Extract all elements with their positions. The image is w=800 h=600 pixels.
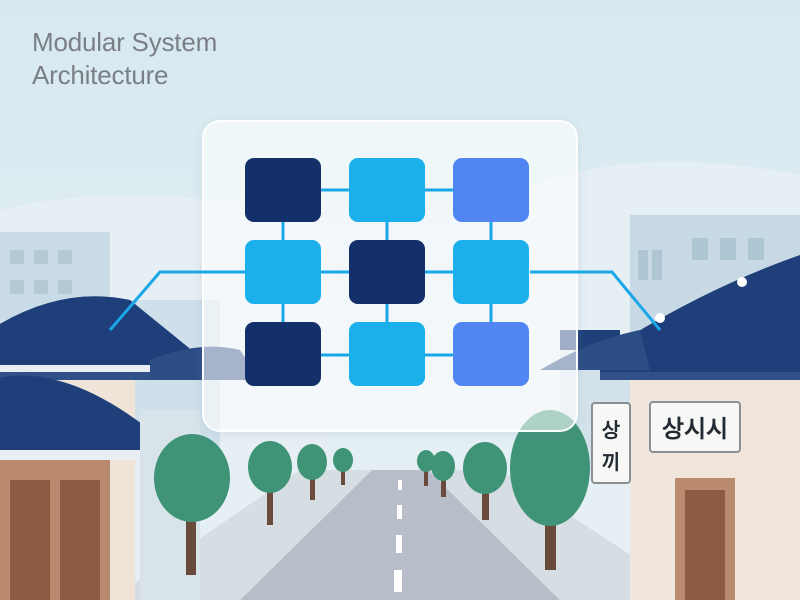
tree-icon bbox=[248, 441, 292, 525]
module-cell-0-1 bbox=[349, 158, 425, 222]
module-cell-2-2 bbox=[453, 322, 529, 386]
tree-icon bbox=[297, 444, 327, 500]
hanok-roof-icon bbox=[0, 296, 210, 365]
right-tower-windows bbox=[638, 238, 764, 280]
title-line-2: Architecture bbox=[32, 60, 169, 90]
sign-horizontal bbox=[649, 401, 741, 453]
module-cell-1-1 bbox=[349, 240, 425, 304]
module-cell-0-2 bbox=[453, 158, 529, 222]
module-cell-2-1 bbox=[349, 322, 425, 386]
module-cell-1-0 bbox=[245, 240, 321, 304]
tree-icon bbox=[333, 448, 353, 485]
left-tower-windows bbox=[10, 250, 72, 294]
hanok-roof-icon bbox=[600, 255, 800, 375]
tree-icon bbox=[510, 410, 590, 570]
sign-vertical bbox=[591, 402, 631, 484]
module-cell-0-0 bbox=[245, 158, 321, 222]
tree-icon bbox=[417, 450, 435, 486]
sign-vertical-bottom: 끼 bbox=[602, 450, 620, 474]
hanok-left bbox=[0, 296, 215, 600]
page-title: Modular System Architecture bbox=[32, 26, 217, 92]
module-cells bbox=[245, 158, 529, 386]
module-cell-1-2 bbox=[453, 240, 529, 304]
tree-icon bbox=[154, 434, 230, 575]
tree-icon bbox=[463, 442, 507, 520]
sign-horizontal-text: 상시시 bbox=[662, 415, 728, 443]
module-cell-2-0 bbox=[245, 322, 321, 386]
sign-vertical-top: 상 bbox=[602, 418, 621, 442]
trees bbox=[154, 410, 590, 575]
title-line-1: Modular System bbox=[32, 27, 218, 57]
road-dashes bbox=[394, 480, 402, 592]
tree-icon bbox=[431, 451, 455, 497]
